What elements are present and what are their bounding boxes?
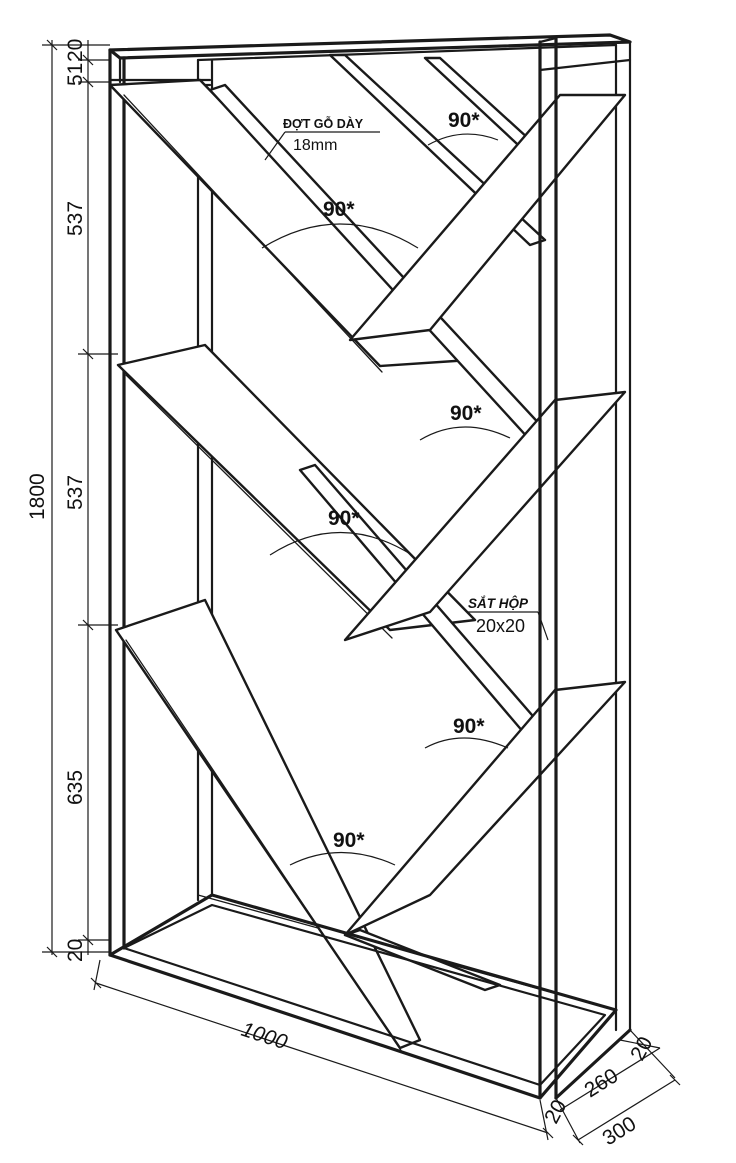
front-left-post [108, 48, 126, 957]
dim-total-height: 1800 [26, 473, 49, 520]
angle-arcs [261, 133, 511, 866]
angle-label: 90* [448, 109, 480, 132]
steel-note-title: SẮT HỘP [468, 596, 529, 611]
angle-label: 90* [328, 507, 360, 530]
dim-top-1: 20 [64, 39, 87, 62]
right-shelves [343, 93, 627, 937]
angle-label: 90* [333, 829, 365, 852]
height-dimension-chain [42, 39, 118, 958]
steel-note-size: 20x20 [476, 616, 525, 636]
wood-note-title: ĐỢT GỖ DÀY [283, 116, 364, 131]
right-shelf-bottom [343, 680, 627, 937]
dim-depth-total: 300 [598, 1112, 640, 1150]
dim-top-2: 51 [64, 63, 87, 86]
angle-label: 90* [453, 715, 485, 738]
steel-tube-note: SẮT HỘP 20x20 [468, 596, 549, 641]
wood-thickness-note: ĐỢT GỖ DÀY 18mm [264, 116, 380, 161]
wood-note-size: 18mm [293, 137, 337, 154]
dim-bottom: 20 [64, 939, 87, 962]
angle-label: 90* [450, 402, 482, 425]
dim-frame-2: 20 [626, 1033, 657, 1064]
front-right-post [538, 36, 558, 1100]
dim-width: 1000 [238, 1018, 290, 1054]
width-dimension [90, 959, 554, 1141]
right-shelf-top [348, 93, 627, 342]
bottom-frame [108, 893, 632, 1100]
left-shelf-bottom [114, 598, 422, 1050]
dim-section-3: 635 [64, 770, 87, 805]
angle-label: 90* [323, 198, 355, 221]
depth-dimension [555, 1029, 681, 1146]
dim-section-2: 537 [64, 475, 87, 510]
dim-section-1: 537 [64, 201, 87, 236]
